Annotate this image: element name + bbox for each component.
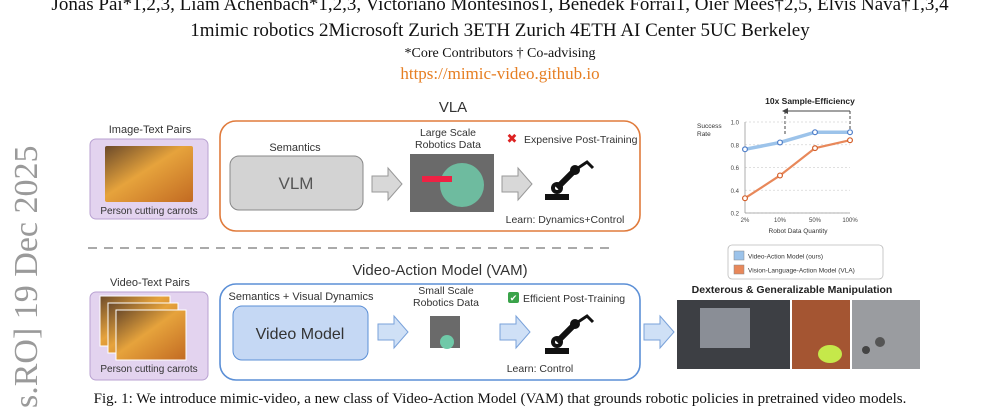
y-axis-label-line-2: Rate xyxy=(697,131,711,138)
data-point xyxy=(776,172,783,179)
vam-data-label-2: Robotics Data xyxy=(413,297,479,309)
photo-3-object xyxy=(875,337,885,347)
vam-arrow-2 xyxy=(499,314,531,350)
vla-arrow-2 xyxy=(501,166,533,202)
y-tick-label: 0.2 xyxy=(731,212,740,218)
data-point xyxy=(741,195,748,202)
figure-caption: Fig. 1: We introduce mimic-video, a new … xyxy=(93,391,907,407)
legend-label: Vision-Language-Action Model (VLA) xyxy=(748,268,855,275)
vam-pairs-label: Video-Text Pairs xyxy=(110,277,190,289)
y-axis-label-line-1: Success xyxy=(697,123,722,130)
vlm-label: VLM xyxy=(279,174,314,193)
x-tick-label: 2% xyxy=(741,218,750,224)
data-point xyxy=(846,137,853,144)
x-mark-icon: ✖ xyxy=(507,131,518,146)
manipulation-title: Dexterous & Generalizable Manipulation xyxy=(692,284,893,296)
vam-title: Video-Action Model (VAM) xyxy=(352,262,527,279)
vla-posttraining: Expensive Post-Training xyxy=(524,134,638,146)
vla-title: VLA xyxy=(439,99,467,116)
vam-posttraining: Efficient Post-Training xyxy=(523,293,625,305)
vla-pairs-label: Image-Text Pairs xyxy=(109,124,192,136)
vla-semantics-label: Semantics xyxy=(269,142,321,154)
arxiv-stamp-text: s.RO] 19 Dec 2025 xyxy=(8,145,45,408)
video-model-label: Video Model xyxy=(256,326,345,343)
vam-pipeline-box xyxy=(219,283,641,381)
robot-arm-icon xyxy=(545,160,595,200)
vam-arrow-3 xyxy=(643,314,675,350)
vla-data-blob xyxy=(440,163,484,207)
legend-swatch xyxy=(733,250,745,261)
chart-title: 10x Sample-Efficiency xyxy=(765,96,855,106)
y-tick-label: 0.6 xyxy=(731,166,740,172)
photo-3-object-2 xyxy=(862,346,870,354)
check-mark-icon xyxy=(508,292,519,303)
data-point xyxy=(846,129,853,136)
vam-data-label-1: Small Scale xyxy=(418,285,474,297)
series-line-1 xyxy=(744,139,851,200)
robot-arm-icon xyxy=(545,314,595,354)
photo-1-robot xyxy=(700,308,750,348)
vlm-box xyxy=(229,155,364,211)
vla-pipeline-box xyxy=(219,120,641,232)
chart-legend xyxy=(727,244,884,280)
vam-learn-label: Learn: Control xyxy=(507,363,574,375)
x-tick-label: 100% xyxy=(842,218,858,224)
arxiv-stamp: s.RO] 19 Dec 2025 xyxy=(8,145,45,408)
vam-data-blob xyxy=(440,335,454,349)
vam-frame-3 xyxy=(115,309,187,361)
data-point xyxy=(741,146,748,153)
manipulation-photo-3 xyxy=(852,300,920,369)
efficiency-arrow-head xyxy=(782,108,788,114)
y-tick-label: 0.4 xyxy=(731,189,740,195)
vam-arrow-1 xyxy=(377,314,409,350)
y-tick-label: 1.0 xyxy=(731,121,740,127)
vla-data-label-1: Large Scale xyxy=(420,127,476,139)
legend-swatch xyxy=(733,264,745,275)
y-tick-label: 0.8 xyxy=(731,143,740,149)
figure-1: VLA Image-Text Pairs Person cutting carr… xyxy=(88,96,920,381)
affiliations: 1mimic robotics 2Microsoft Zurich 3ETH Z… xyxy=(190,20,810,41)
vla-arrow-1 xyxy=(371,166,403,202)
project-url[interactable]: https://mimic-video.github.io xyxy=(400,64,600,83)
series-line-0 xyxy=(744,130,850,152)
check-mark-glyph: ✔ xyxy=(510,293,518,303)
vla-image-caption: Person cutting carrots xyxy=(100,206,197,217)
data-point xyxy=(811,129,818,136)
data-point xyxy=(776,139,783,146)
legend-label: Video-Action Model (ours) xyxy=(748,254,823,261)
x-axis-label: Robot Data Quantity xyxy=(769,228,829,235)
x-tick-label: 50% xyxy=(809,218,822,224)
video-model-box xyxy=(232,305,369,361)
vla-data-stripe xyxy=(422,176,452,182)
x-tick-label: 10% xyxy=(774,218,787,224)
contributor-note: *Core Contributors † Co-advising xyxy=(404,46,596,61)
vla-learn-label: Learn: Dynamics+Control xyxy=(506,214,625,226)
vla-carrot-image xyxy=(105,146,193,202)
author-list: Jonas Pai*1,2,3, Liam Achenbach*1,2,3, V… xyxy=(51,0,949,15)
vam-image-caption: Person cutting carrots xyxy=(100,364,197,375)
photo-2-ball xyxy=(818,345,842,363)
data-point xyxy=(811,145,818,152)
vla-data-label-2: Robotics Data xyxy=(415,139,481,151)
vam-semantics-label: Semantics + Visual Dynamics xyxy=(229,291,374,303)
